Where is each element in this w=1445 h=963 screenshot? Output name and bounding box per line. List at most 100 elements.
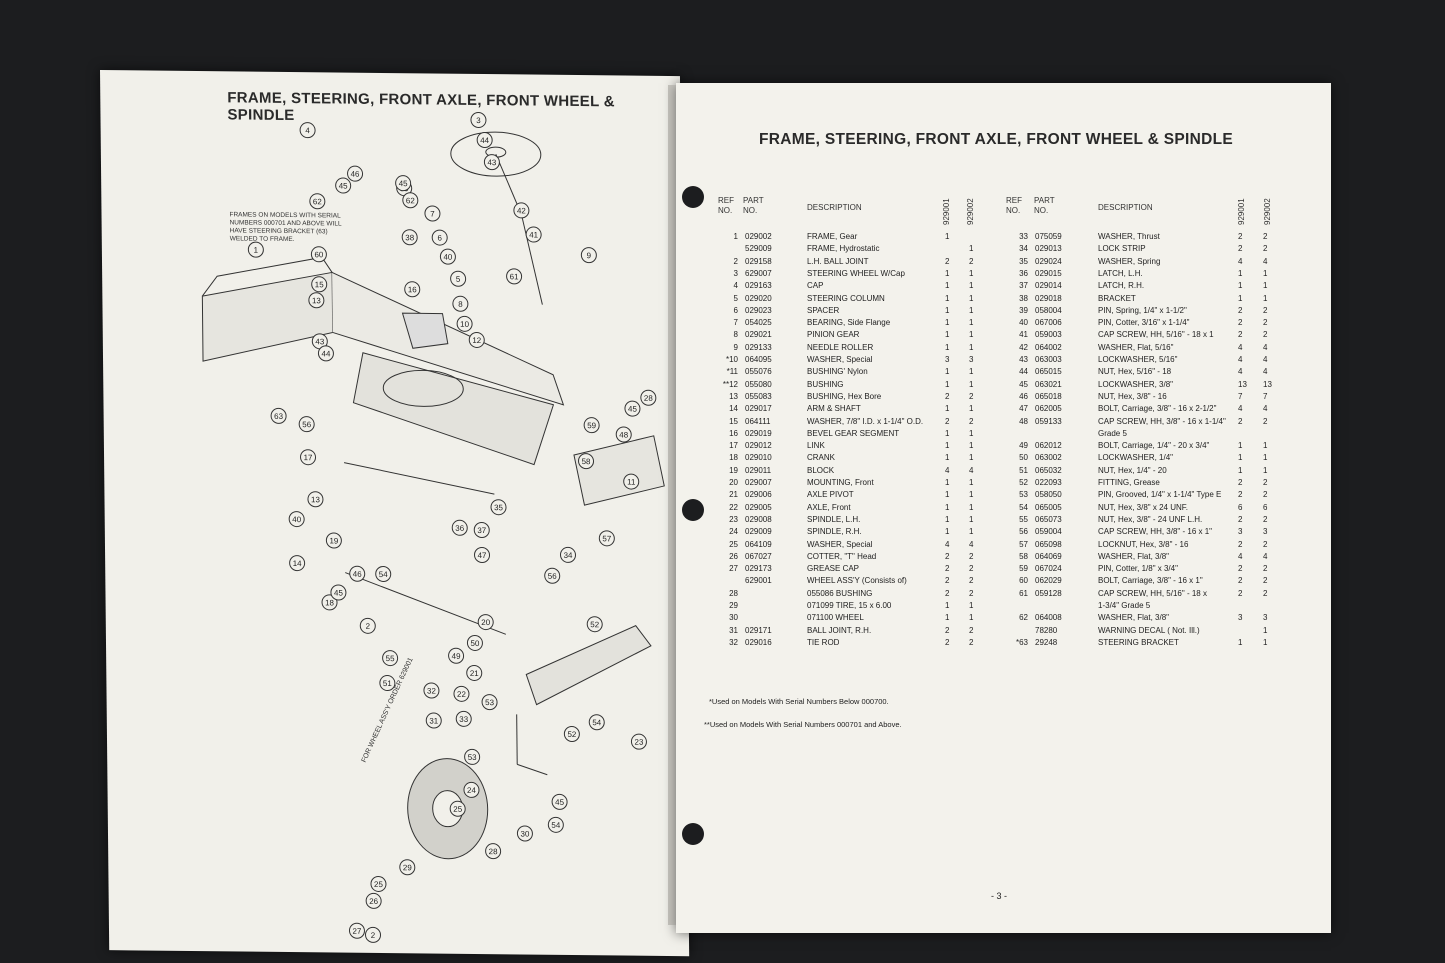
part-no-cell: 065073 bbox=[1035, 514, 1062, 524]
callout-number: 20 bbox=[477, 614, 494, 631]
callout-label: 32 bbox=[427, 686, 437, 695]
qty-929001-cell: 2 bbox=[1238, 478, 1243, 487]
callout-label: 54 bbox=[551, 821, 561, 830]
callout-label: 5 bbox=[456, 275, 461, 284]
callout-label: 10 bbox=[460, 320, 470, 329]
description-cell: NEEDLE ROLLER bbox=[807, 342, 874, 352]
qty-929001-cell: 1 bbox=[1238, 268, 1243, 278]
callout-circle bbox=[580, 247, 597, 264]
callout-circle bbox=[455, 710, 472, 727]
qty-929001-cell: 1 bbox=[1238, 453, 1243, 463]
qty-929001-cell: 2 bbox=[1238, 244, 1243, 254]
callout-label: 44 bbox=[480, 136, 490, 145]
ref-no-cell: 5 bbox=[733, 293, 738, 303]
callout-label: 34 bbox=[564, 551, 574, 560]
callout-label: 54 bbox=[592, 718, 602, 727]
qty-929001-cell: 1 bbox=[1238, 293, 1243, 303]
callout-number: 35 bbox=[490, 499, 507, 516]
callout-label: 12 bbox=[472, 336, 482, 345]
callout-circle bbox=[513, 202, 530, 219]
callout-number: 3 bbox=[470, 111, 487, 128]
ref-no-cell: 30 bbox=[729, 613, 738, 623]
ref-no-cell: 34 bbox=[1019, 244, 1028, 254]
callout-label: 2 bbox=[366, 622, 371, 631]
callout-circle bbox=[349, 565, 366, 582]
qty-929002-cell: 1 bbox=[1263, 465, 1268, 475]
callout-circle bbox=[423, 682, 440, 699]
frame-plate bbox=[352, 352, 555, 466]
callout-number: 22 bbox=[453, 685, 470, 702]
qty-929002-cell: 2 bbox=[1263, 564, 1268, 574]
part-no-cell: 055083 bbox=[745, 391, 772, 401]
callout-circle bbox=[425, 712, 442, 729]
qty-929002-cell: 2 bbox=[1263, 244, 1268, 254]
callout-circle bbox=[452, 295, 469, 312]
callout-label: 42 bbox=[517, 206, 527, 215]
description-cell: WHEEL ASS'Y (Consists of) bbox=[807, 576, 907, 586]
description-cell: LOCKWASHER, 3/8" bbox=[1098, 379, 1174, 389]
qty-929002-cell: 4 bbox=[1263, 404, 1268, 414]
callout-label: 27 bbox=[352, 927, 362, 936]
qty-929002-cell: 2 bbox=[1263, 330, 1268, 340]
ref-no-cell: 9 bbox=[733, 342, 738, 352]
callout-circle bbox=[623, 473, 640, 490]
description-cell: NUT, Hex, 5/16" - 18 bbox=[1098, 367, 1172, 377]
callout-label: 15 bbox=[315, 280, 325, 289]
callout-circle bbox=[289, 555, 306, 572]
qty-929002-cell: 2 bbox=[969, 576, 974, 586]
qty-929001-cell: 7 bbox=[1238, 391, 1243, 401]
ref-no-cell: 20 bbox=[729, 478, 738, 487]
ref-no-cell: 61 bbox=[1019, 588, 1028, 598]
qty-929002-cell: 4 bbox=[1263, 355, 1268, 364]
qty-929001-cell: 2 bbox=[1238, 232, 1243, 241]
qty-929002-cell: 6 bbox=[1263, 502, 1268, 512]
ref-no-cell: 52 bbox=[1019, 478, 1028, 487]
callout-label: 14 bbox=[293, 559, 303, 568]
binder-hole bbox=[682, 823, 704, 845]
qty-929001-cell: 2 bbox=[1238, 539, 1243, 549]
qty-929001-cell: 1 bbox=[945, 318, 950, 328]
callout-circle bbox=[450, 270, 467, 287]
ref-no-cell: 18 bbox=[729, 453, 738, 463]
ref-no-cell: 24 bbox=[729, 527, 738, 537]
callout-circle bbox=[640, 389, 657, 406]
qty-929002-cell: 1 bbox=[969, 502, 974, 512]
callout-circle bbox=[470, 111, 487, 128]
part-no-cell: 062005 bbox=[1035, 404, 1062, 414]
ref-no-cell: 35 bbox=[1019, 256, 1028, 266]
callout-circle bbox=[325, 532, 342, 549]
ref-no-cell: 58 bbox=[1019, 551, 1028, 561]
callout-circle bbox=[288, 511, 305, 528]
footnote-double-star: **Used on Models With Serial Numbers 000… bbox=[704, 720, 902, 729]
callout-circle bbox=[563, 725, 580, 742]
ref-no-cell: 46 bbox=[1019, 391, 1028, 401]
callout-label: 25 bbox=[374, 880, 384, 889]
part-no-cell: 029008 bbox=[745, 514, 772, 524]
qty-929001-cell: 2 bbox=[945, 564, 950, 574]
callout-circle bbox=[474, 547, 491, 564]
binder-hole bbox=[682, 499, 704, 521]
qty-929001-cell: 1 bbox=[945, 428, 950, 438]
callout-number: 42 bbox=[513, 202, 530, 219]
callout-number: 45 bbox=[624, 400, 641, 417]
ref-no-cell: 7 bbox=[733, 318, 738, 328]
callout-label: 4 bbox=[305, 126, 310, 135]
qty-929001-cell: 4 bbox=[1238, 355, 1243, 364]
callout-number: 26 bbox=[365, 892, 382, 909]
description-cell: ARM & SHAFT bbox=[807, 404, 861, 414]
description-cell: WASHER, Flat, 3/8" bbox=[1098, 613, 1170, 623]
ref-no-cell: *63 bbox=[1015, 637, 1028, 647]
callout-number: 7 bbox=[424, 205, 441, 222]
description-cell: SPINDLE, R.H. bbox=[807, 527, 862, 537]
callout-label: 49 bbox=[452, 652, 462, 661]
ref-no-cell: 41 bbox=[1019, 330, 1028, 340]
frame-opening bbox=[382, 369, 464, 407]
callout-number: 52 bbox=[586, 616, 603, 633]
description-cell: BOLT, Carriage, 3/8" - 16 x 2-1/2" bbox=[1098, 404, 1217, 414]
part-no-cell: 064111 bbox=[745, 416, 771, 426]
qty-929001-cell: 1 bbox=[945, 293, 950, 303]
callout-label: 25 bbox=[453, 805, 463, 814]
part-no-cell: 064008 bbox=[1035, 613, 1062, 623]
part-no-cell: 029017 bbox=[745, 404, 772, 414]
qty-929002-cell: 4 bbox=[969, 539, 974, 549]
